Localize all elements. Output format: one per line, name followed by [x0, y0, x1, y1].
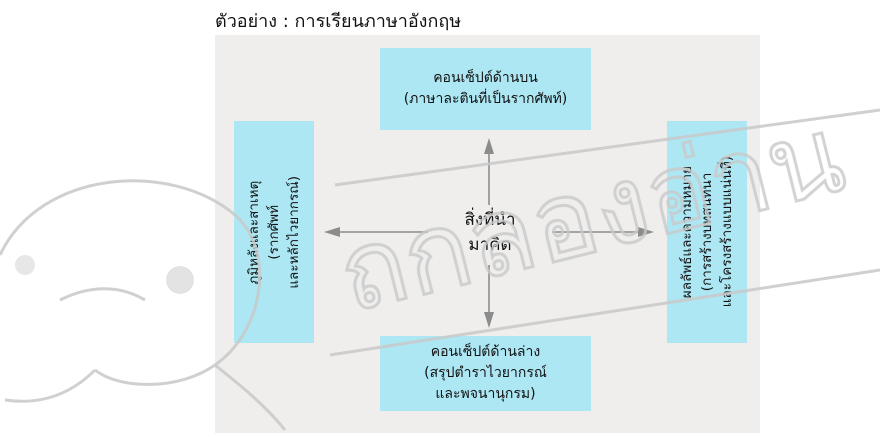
arrow-up [484, 138, 494, 205]
top-box-line1: คอนเซ็ปต์ด้านบน [433, 70, 538, 86]
center-line2: มาคิด [468, 235, 512, 255]
top-concept-box: คอนเซ็ปต์ด้านบน (ภาษาละตินที่เป็นรากศัพท… [380, 48, 591, 130]
center-topic: สิ่งที่นำ มาคิด [430, 208, 550, 258]
right-box-line1: ผลลัพธ์และความหมาย [679, 165, 695, 299]
right-box-line3: และโครงสร้างแบบแน่นที่) [719, 156, 735, 308]
arrow-down [484, 265, 494, 328]
right-box-line2: (การสร้างบทสนทนา [699, 172, 715, 292]
right-result-box: ผลลัพธ์และความหมาย (การสร้างบทสนทนา และโ… [667, 121, 747, 343]
bottom-box-line3: และพจนานุกรม) [435, 386, 536, 402]
bottom-concept-box: คอนเซ็ปต์ด้านล่าง (สรุปตำราไวยากรณ์ และพ… [380, 336, 591, 411]
center-line1: สิ่งที่นำ [464, 210, 516, 230]
bottom-box-line2: (สรุปตำราไวยากรณ์ [424, 365, 547, 381]
left-background-box: ภูมิหลังและสาเหตุ (รากศัพท์ และหลักไวยาก… [234, 121, 314, 343]
bottom-box-line1: คอนเซ็ปต์ด้านล่าง [430, 344, 541, 360]
diagram-title: ตัวอย่าง : การเรียนภาษาอังกฤษ [215, 11, 462, 32]
arrow-right [552, 227, 654, 237]
arrow-left [324, 227, 428, 237]
top-box-line2: (ภาษาละตินที่เป็นรากศัพท์) [403, 91, 568, 107]
left-box-line1: ภูมิหลังและสาเหตุ [246, 180, 262, 284]
left-box-line3: และหลักไวยากรณ์) [286, 175, 302, 289]
left-box-line2: (รากศัพท์ [266, 204, 282, 260]
